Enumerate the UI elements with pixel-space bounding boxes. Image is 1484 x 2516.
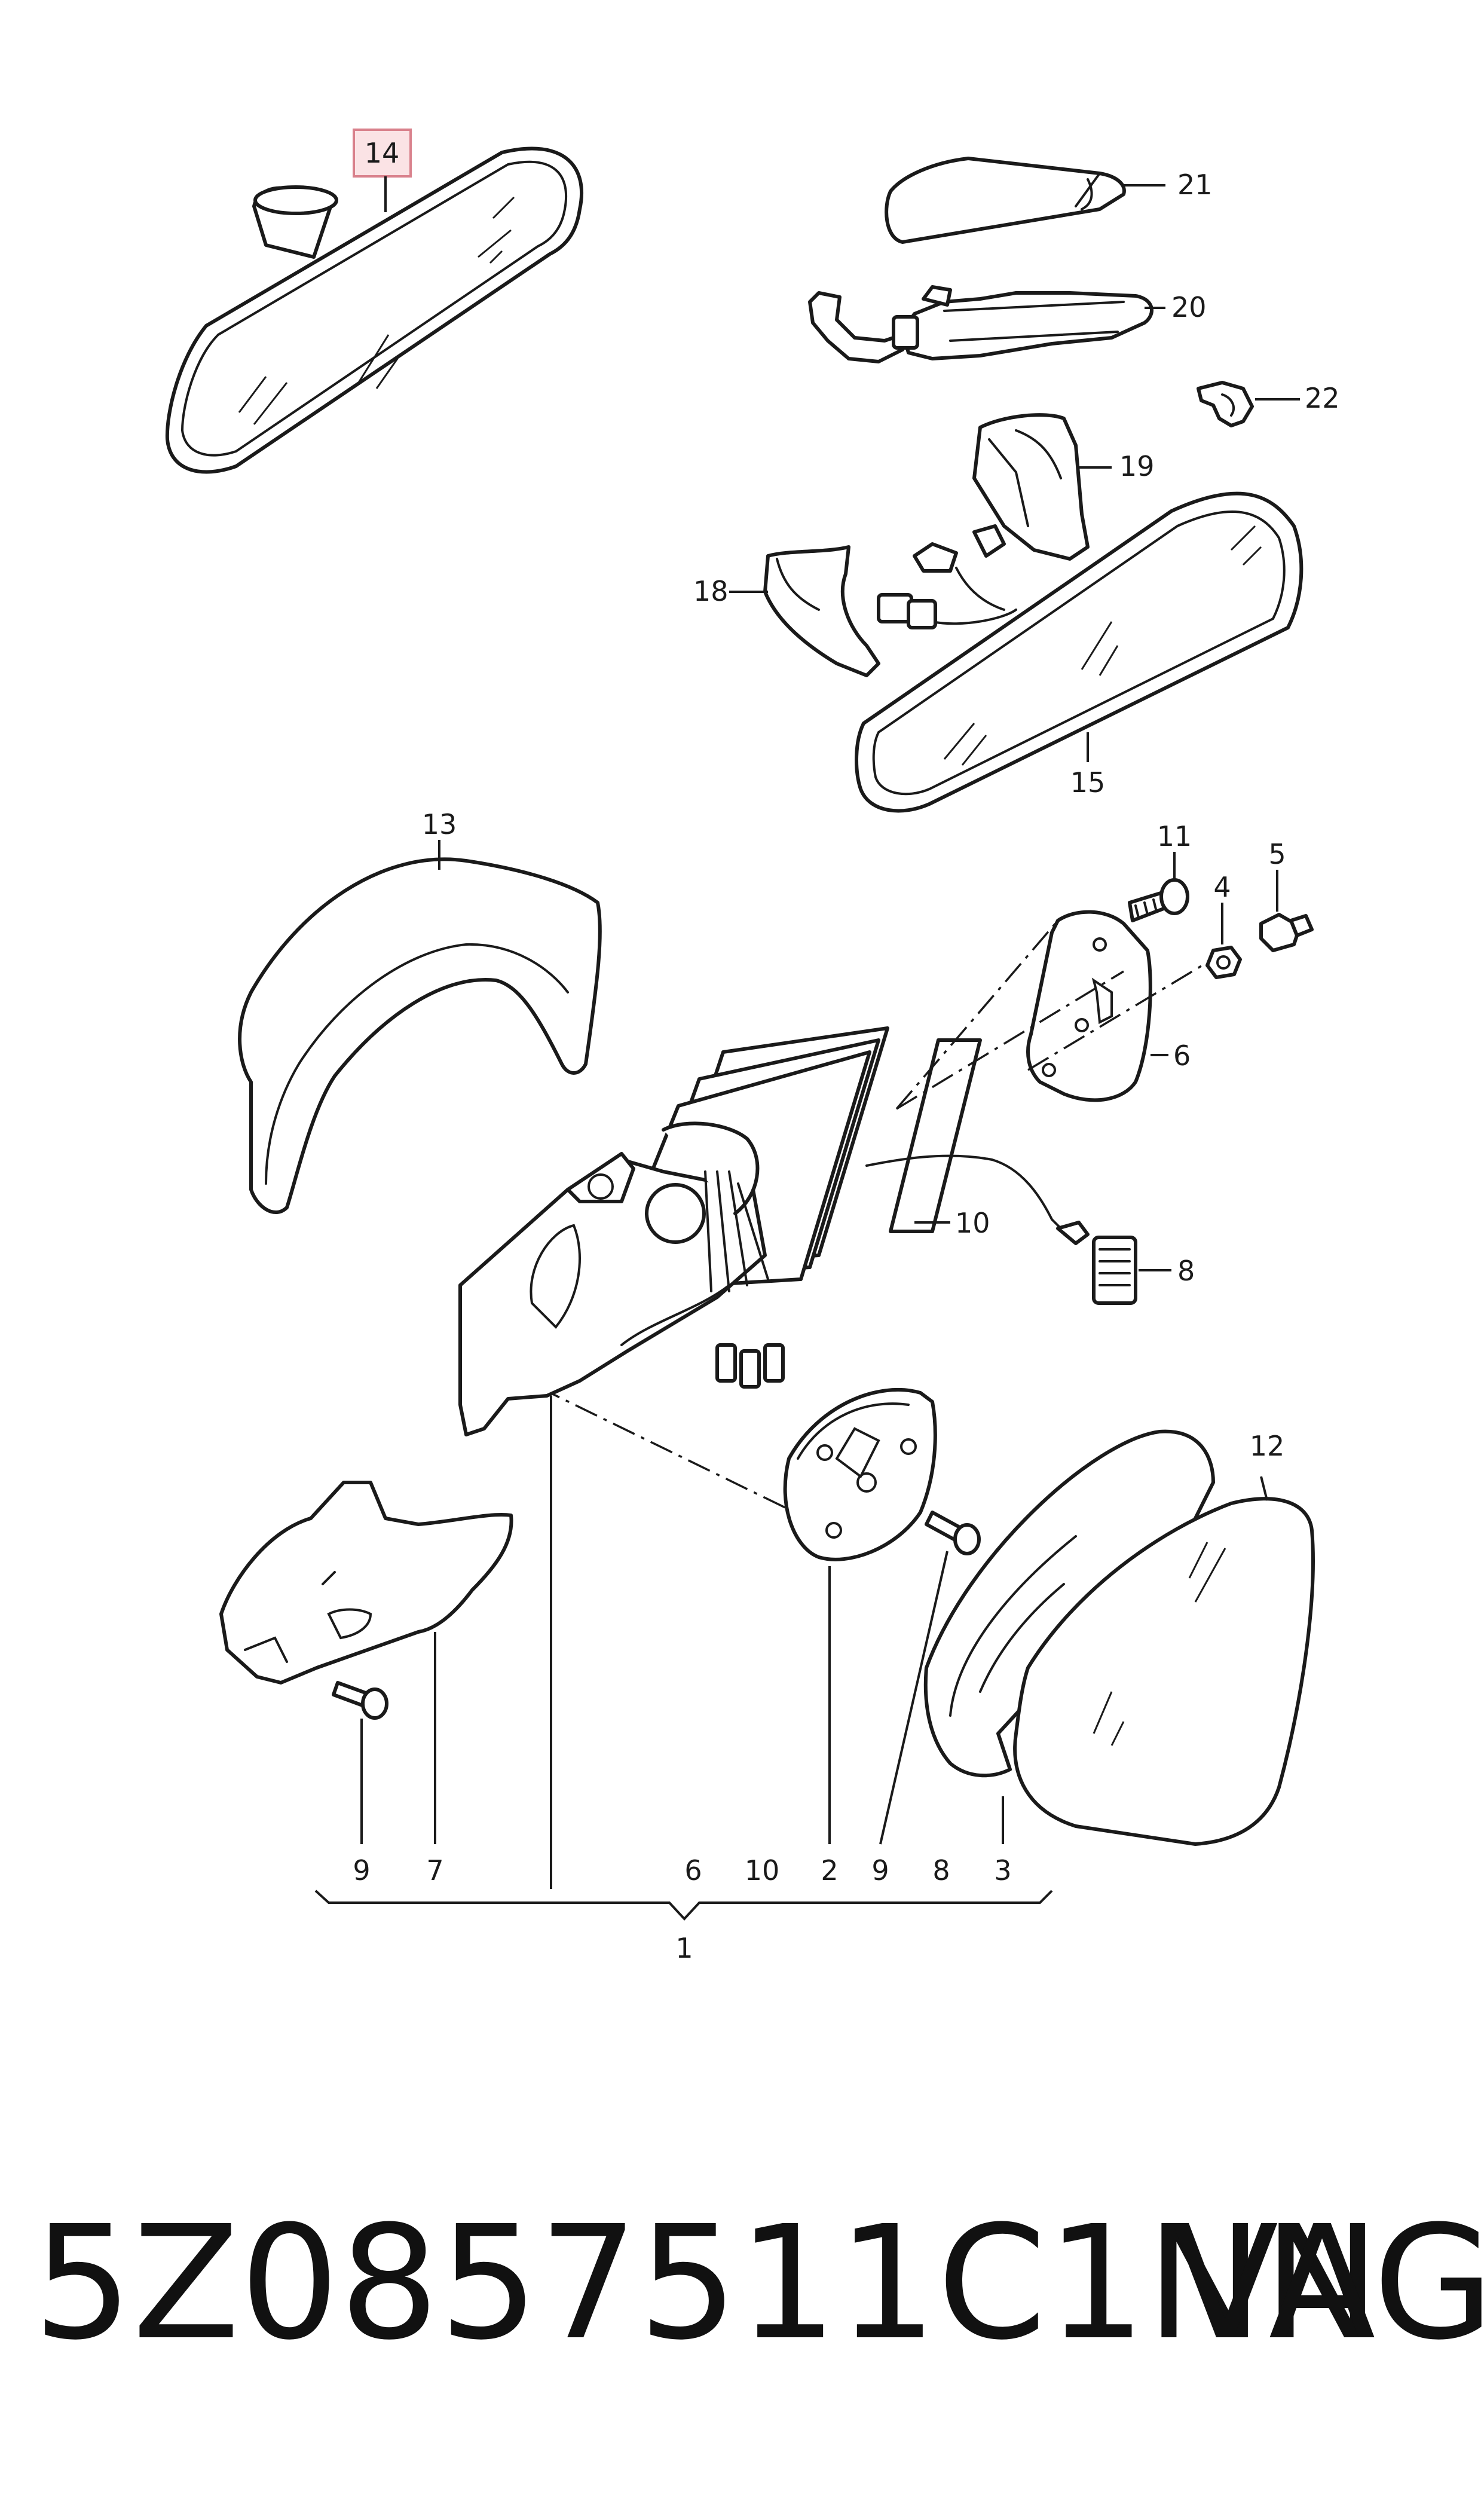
mirror-base-frame [458, 1121, 785, 1436]
bottom-label-6: 6 [684, 1854, 702, 1887]
callout-10-right: 10 [955, 1207, 990, 1239]
cover-21 [885, 157, 1126, 244]
callout-11: 11 [1157, 820, 1192, 852]
callout-6-right: 6 [1173, 1040, 1191, 1072]
cover-18 [763, 524, 1017, 677]
heater-pad-6 [1026, 910, 1152, 1102]
bottom-label-8: 8 [932, 1854, 950, 1887]
bottom-label-1: 1 [675, 1932, 693, 1964]
callout-15: 15 [1070, 766, 1106, 799]
cover-19 [972, 413, 1090, 561]
adjusting-motor-2 [783, 1387, 937, 1561]
interior-mirror-15 [855, 491, 1304, 813]
callout-21: 21 [1177, 169, 1213, 201]
callout-22: 22 [1305, 382, 1340, 414]
callout-18: 18 [693, 575, 729, 607]
heating-strip-10 [889, 1038, 982, 1233]
brand-caption: VAG [1171, 2192, 1484, 2374]
housing-shell-3 [923, 1429, 1215, 1778]
part-number-caption: 5Z0857511C1NN [33, 2192, 1381, 2374]
interior-mirror-14 [165, 146, 584, 474]
housing-cap-13 [238, 857, 602, 1214]
callout-14: 14 [365, 137, 400, 169]
clip-screw-5 [1259, 913, 1314, 952]
nut-4 [1205, 946, 1242, 979]
bottom-label-10: 10 [745, 1854, 780, 1887]
bottom-label-7: 7 [426, 1854, 443, 1887]
mirror-glass-12 [1013, 1497, 1315, 1846]
lower-cover-7 [219, 1481, 513, 1685]
callout-4: 4 [1213, 871, 1231, 903]
highlight-box-14 [353, 129, 412, 178]
holder-20 [808, 285, 1153, 363]
callout-12: 12 [1250, 1430, 1285, 1462]
bottom-label-9-right: 9 [871, 1854, 889, 1887]
callout-5: 5 [1268, 838, 1286, 870]
wire-connector-8 [865, 1154, 1137, 1305]
bottom-label-9-left: 9 [353, 1854, 370, 1887]
screw-9-left [332, 1681, 388, 1720]
screw-9-right [925, 1511, 981, 1555]
clip-22 [1197, 381, 1254, 427]
callout-13: 13 [422, 808, 457, 840]
callout-19: 19 [1119, 450, 1155, 482]
callout-20: 20 [1171, 291, 1207, 323]
group-brace-1 [314, 1890, 1053, 1921]
screw-11 [1128, 878, 1189, 922]
callout-8-right: 8 [1177, 1255, 1195, 1287]
bottom-label-3: 3 [994, 1854, 1011, 1887]
bottom-label-2: 2 [821, 1854, 838, 1887]
